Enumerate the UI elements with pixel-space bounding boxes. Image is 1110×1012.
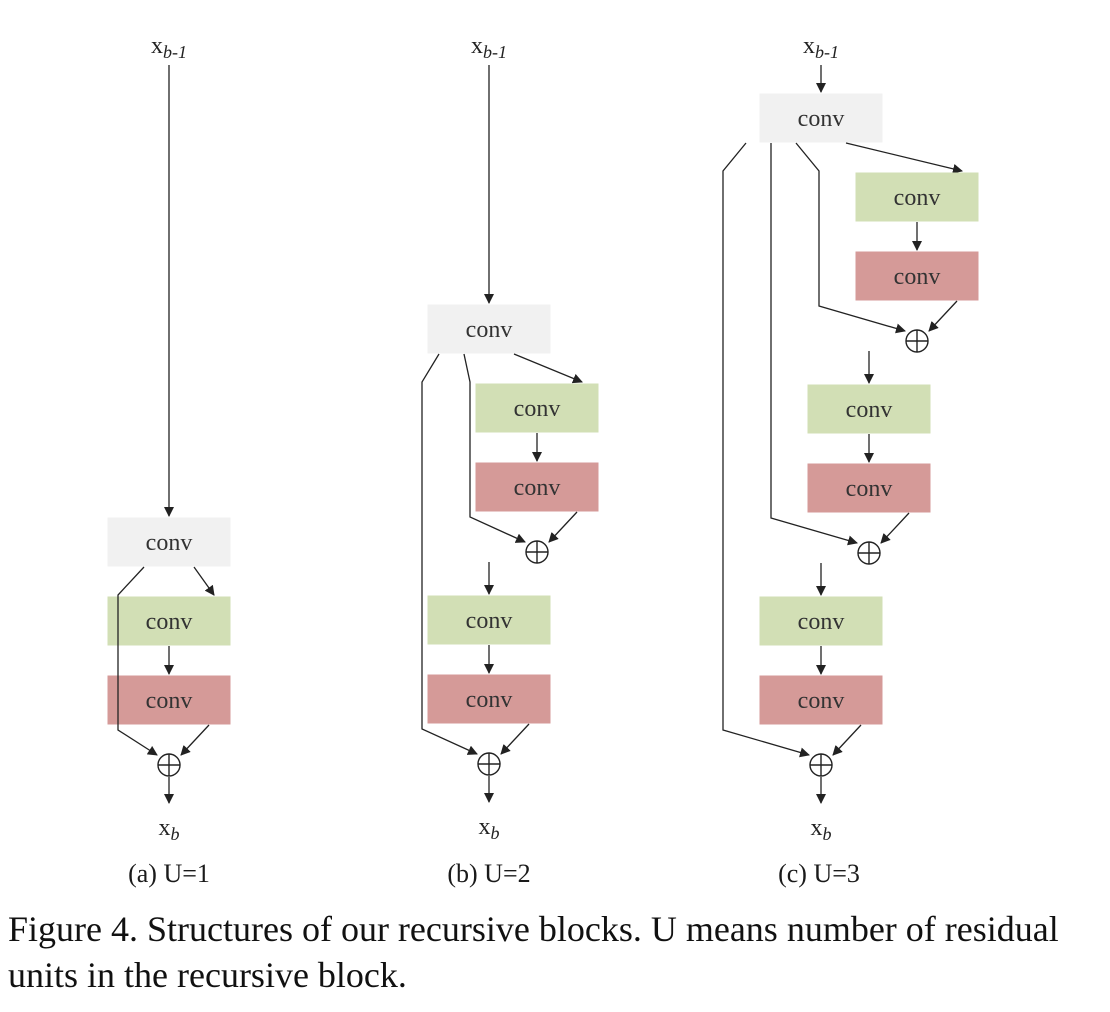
unit-1-red-conv-box: conv xyxy=(107,675,231,725)
head-conv-box-shape xyxy=(427,304,551,354)
unit-1-green-conv-box-shape xyxy=(475,383,599,433)
input-label: xb-1 xyxy=(803,33,839,62)
output-label-sub: b xyxy=(171,824,180,844)
panel-caption: (a) U=1 xyxy=(128,859,210,888)
unit-2-red-conv-box: conv xyxy=(807,463,931,513)
unit-2-red-conv-box-shape xyxy=(807,463,931,513)
input-label-sub: b-1 xyxy=(815,42,839,62)
head-conv-box-shape xyxy=(759,93,883,143)
unit-1-add-node xyxy=(157,753,181,777)
panel-caption: (c) U=3 xyxy=(778,859,860,888)
unit-2-add-node xyxy=(477,752,501,776)
output-label-main: x xyxy=(811,815,823,841)
unit-1-green-conv-box: conv xyxy=(475,383,599,433)
unit-3-skip-connection xyxy=(722,142,810,758)
unit-3-red-conv-box-shape xyxy=(759,675,883,725)
unit-1-green-conv-box-label: conv xyxy=(146,609,193,635)
unit-2-red-conv-box-label: conv xyxy=(846,476,893,502)
unit-1-red-conv-box-label: conv xyxy=(894,264,941,290)
unit-1-green-conv-box: conv xyxy=(107,596,231,646)
unit-3-green-conv-box: conv xyxy=(759,596,883,646)
output-label: xb xyxy=(479,814,500,843)
input-label: xb-1 xyxy=(471,33,507,62)
unit-2-green-conv-box-label: conv xyxy=(466,608,513,634)
unit-2-skip-connection xyxy=(421,353,478,755)
output-label-sub: b xyxy=(823,824,832,844)
input-label-sub: b-1 xyxy=(163,42,187,62)
unit-3-green-conv-box-shape xyxy=(759,596,883,646)
unit-2-green-conv-box: conv xyxy=(807,384,931,434)
unit-1-add-node xyxy=(525,540,549,564)
input-label-main: x xyxy=(151,33,163,59)
unit-1-green-conv-box-shape xyxy=(107,596,231,646)
unit-1-red-conv-box-shape xyxy=(855,251,979,301)
unit-1-out-arrow xyxy=(928,300,958,332)
unit-1-add-node xyxy=(905,329,929,353)
unit-1-red-conv-box: conv xyxy=(855,251,979,301)
input-label-main: x xyxy=(471,33,483,59)
unit-2-out-arrow xyxy=(880,512,910,544)
unit-2-red-conv-box-label: conv xyxy=(466,687,513,713)
output-label-main: x xyxy=(479,814,491,840)
unit-1-skip-connection xyxy=(795,142,906,334)
panel-caption: (b) U=2 xyxy=(447,859,530,888)
head-conv-box-label: conv xyxy=(798,106,845,132)
unit-1-red-conv-box-shape xyxy=(475,462,599,512)
unit-2-green-conv-box-shape xyxy=(427,595,551,645)
unit-1-red-conv-box: conv xyxy=(475,462,599,512)
unit-1-green-conv-box-label: conv xyxy=(894,185,941,211)
unit-1-skip-connection xyxy=(463,353,526,543)
input-label: xb-1 xyxy=(151,33,187,62)
unit-1-skip-connection xyxy=(117,566,158,756)
unit-1-out-arrow xyxy=(180,724,210,756)
unit-1-red-conv-box-label: conv xyxy=(514,475,561,501)
output-label-sub: b xyxy=(491,823,500,843)
input-label-main: x xyxy=(803,33,815,59)
output-label: xb xyxy=(159,815,180,844)
unit-2-red-conv-box: conv xyxy=(427,674,551,724)
head-conv-box-shape xyxy=(107,517,231,567)
unit-1-input-arrow xyxy=(845,142,963,174)
unit-2-skip-connection xyxy=(770,143,858,546)
unit-3-add-node xyxy=(809,753,833,777)
unit-1-green-conv-box: conv xyxy=(855,172,979,222)
unit-1-input-arrow xyxy=(513,353,583,384)
unit-1-red-conv-box-shape xyxy=(107,675,231,725)
output-label-main: x xyxy=(159,815,171,841)
unit-2-green-conv-box: conv xyxy=(427,595,551,645)
unit-3-red-conv-box-label: conv xyxy=(798,688,845,714)
unit-1-out-arrow xyxy=(548,511,578,543)
head-conv-box: conv xyxy=(107,517,231,567)
head-conv-box-label: conv xyxy=(466,317,513,343)
unit-1-red-conv-box-label: conv xyxy=(146,688,193,714)
unit-1-green-conv-box-shape xyxy=(855,172,979,222)
head-conv-box: conv xyxy=(427,304,551,354)
unit-3-out-arrow xyxy=(832,724,862,756)
head-conv-box: conv xyxy=(759,93,883,143)
unit-2-green-conv-box-label: conv xyxy=(846,397,893,423)
unit-2-out-arrow xyxy=(500,723,530,755)
unit-2-red-conv-box-shape xyxy=(427,674,551,724)
unit-1-green-conv-box-label: conv xyxy=(514,396,561,422)
unit-3-red-conv-box: conv xyxy=(759,675,883,725)
unit-2-green-conv-box-shape xyxy=(807,384,931,434)
unit-1-input-arrow xyxy=(193,566,215,596)
unit-2-add-node xyxy=(857,541,881,565)
output-label: xb xyxy=(811,815,832,844)
input-label-sub: b-1 xyxy=(483,42,507,62)
figure-caption: Figure 4. Structures of our recursive bl… xyxy=(8,909,1059,995)
head-conv-box-label: conv xyxy=(146,530,193,556)
unit-3-green-conv-box-label: conv xyxy=(798,609,845,635)
